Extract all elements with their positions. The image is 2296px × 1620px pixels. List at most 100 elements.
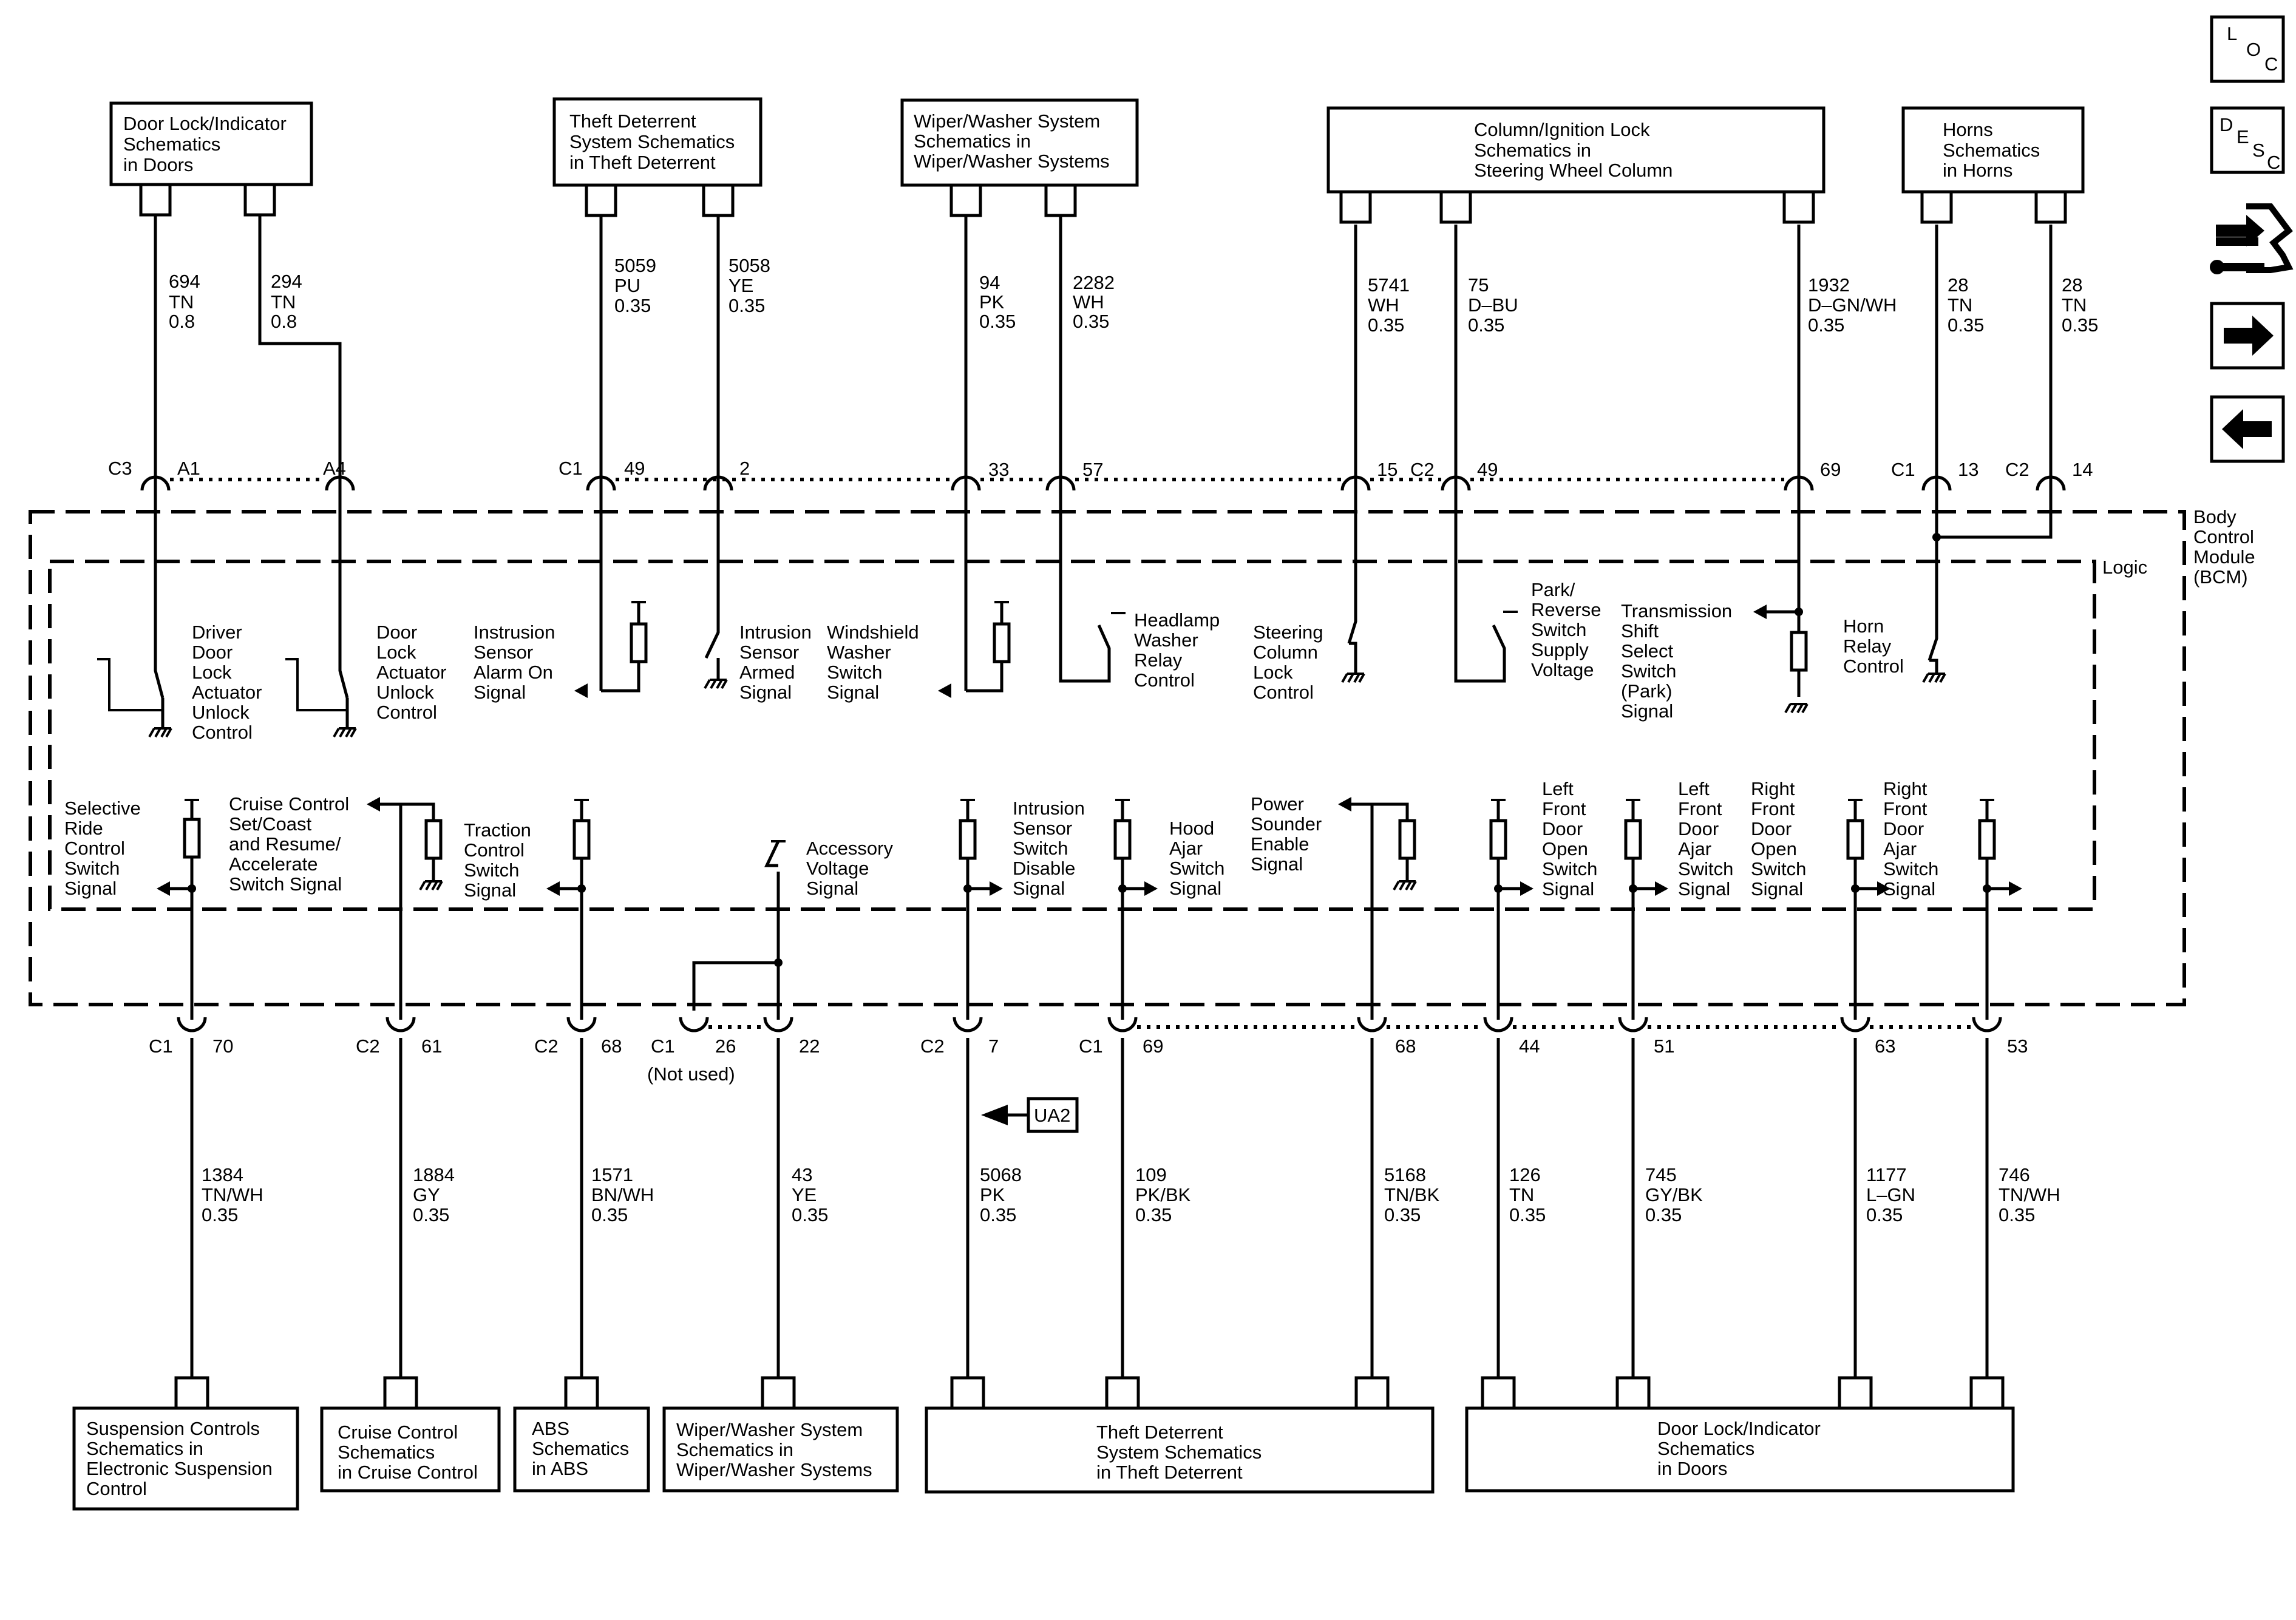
previous-arrow-button[interactable] bbox=[2210, 395, 2285, 463]
svg-text:Control: Control bbox=[192, 722, 253, 743]
svg-text:Driver: Driver bbox=[192, 622, 242, 643]
label-steering-column: Steering Column Lock Control bbox=[1253, 622, 1323, 703]
svg-text:63: 63 bbox=[1875, 1035, 1895, 1057]
svg-text:694: 694 bbox=[169, 271, 200, 292]
box-text: Horns bbox=[1943, 119, 1993, 140]
svg-text:0.35: 0.35 bbox=[2062, 314, 2098, 336]
svg-text:745: 745 bbox=[1645, 1164, 1677, 1185]
label-rf-door-ajar: Right Front Door Ajar Switch Signal bbox=[1883, 778, 1938, 900]
svg-text:1177: 1177 bbox=[1866, 1164, 1907, 1185]
connector-terminal bbox=[1044, 185, 1077, 217]
svg-text:TN: TN bbox=[271, 291, 296, 313]
loc-letter-l: L bbox=[2227, 23, 2237, 44]
upper-grounds bbox=[148, 642, 1946, 737]
svg-text:Intrusion: Intrusion bbox=[1013, 798, 1085, 819]
box-text: Steering Wheel Column bbox=[1474, 160, 1673, 181]
svg-text:WH: WH bbox=[1368, 294, 1399, 316]
box-abs[interactable]: ABS Schematics in ABS bbox=[513, 1406, 650, 1493]
lower-grounds bbox=[419, 880, 1417, 890]
bottom-arcs bbox=[177, 1017, 2002, 1032]
box-theft-top[interactable]: Theft Deterrent System Schematics in The… bbox=[552, 97, 763, 187]
connector-terminal bbox=[2034, 192, 2067, 224]
bottom-terminals bbox=[174, 1376, 2005, 1408]
svg-text:C2: C2 bbox=[356, 1035, 380, 1057]
svg-text:PK: PK bbox=[980, 1184, 1005, 1205]
wire-label-1932: 1932 D–GN/WH 0.35 bbox=[1808, 274, 1897, 336]
wire-label-94: 94 PK 0.35 bbox=[979, 272, 1016, 332]
svg-text:22: 22 bbox=[799, 1035, 820, 1057]
wire-label-28a: 28 TN 0.35 bbox=[1948, 274, 1984, 336]
svg-text:Signal: Signal bbox=[464, 879, 516, 901]
label-park-reverse: Park/ Reverse Switch Supply Voltage bbox=[1531, 579, 1601, 680]
svg-text:Ajar: Ajar bbox=[1883, 838, 1917, 859]
pin-connector bbox=[586, 475, 616, 491]
svg-text:Front: Front bbox=[1751, 798, 1795, 819]
box-text: Electronic Suspension bbox=[86, 1458, 273, 1479]
box-wiper-top[interactable]: Wiper/Washer System Schematics in Wiper/… bbox=[900, 98, 1139, 187]
pin-connector bbox=[763, 1017, 793, 1032]
pin-connector bbox=[1357, 1017, 1387, 1032]
box-door-lock-top[interactable]: Door Lock/Indicator Schematics in Doors bbox=[109, 101, 313, 186]
box-theft-bottom[interactable]: Theft Deterrent System Schematics in The… bbox=[925, 1406, 1435, 1494]
svg-text:14: 14 bbox=[2072, 459, 2093, 480]
connector-terminal bbox=[950, 1376, 985, 1408]
svg-text:Unlock: Unlock bbox=[192, 702, 250, 723]
signal-arrow-icon bbox=[157, 881, 170, 896]
svg-text:TN/WH: TN/WH bbox=[1999, 1184, 2060, 1205]
svg-text:TN/BK: TN/BK bbox=[1384, 1184, 1440, 1205]
box-cruise[interactable]: Cruise Control Schematics in Cruise Cont… bbox=[320, 1406, 501, 1493]
svg-text:57: 57 bbox=[1082, 459, 1103, 480]
svg-text:0.35: 0.35 bbox=[413, 1204, 449, 1225]
loc-button[interactable]: L O C bbox=[2210, 15, 2285, 83]
svg-text:2282: 2282 bbox=[1073, 272, 1115, 293]
svg-text:Washer: Washer bbox=[827, 642, 891, 663]
svg-text:TN: TN bbox=[1948, 294, 1972, 316]
svg-text:0.35: 0.35 bbox=[1135, 1204, 1172, 1225]
box-column-top[interactable]: Column/Ignition Lock Schematics in Steer… bbox=[1326, 106, 1826, 194]
connector-wrench-icon[interactable] bbox=[2210, 203, 2294, 274]
wire-label-75: 75 D–BU 0.35 bbox=[1468, 274, 1518, 336]
svg-text:Accelerate: Accelerate bbox=[229, 853, 318, 875]
svg-text:49: 49 bbox=[1477, 459, 1498, 480]
svg-text:94: 94 bbox=[979, 272, 1000, 293]
svg-text:2: 2 bbox=[739, 458, 750, 479]
svg-text:D–BU: D–BU bbox=[1468, 294, 1518, 316]
next-arrow-button[interactable] bbox=[2210, 302, 2285, 370]
desc-letter-s: S bbox=[2252, 140, 2265, 161]
svg-text:0.35: 0.35 bbox=[1866, 1204, 1903, 1225]
box-horns-top[interactable]: Horns Schematics in Horns bbox=[1901, 106, 2085, 194]
wire-label-694: 694 TN 0.8 bbox=[169, 271, 200, 332]
upper-arrows bbox=[574, 605, 1767, 698]
box-door-lock-bottom[interactable]: Door Lock/Indicator Schematics in Doors bbox=[1465, 1406, 2015, 1493]
svg-text:1571: 1571 bbox=[591, 1164, 633, 1185]
box-text: Schematics bbox=[1657, 1438, 1754, 1459]
junction-dot bbox=[1983, 884, 1991, 893]
svg-text:TN/WH: TN/WH bbox=[202, 1184, 263, 1205]
svg-text:28: 28 bbox=[1948, 274, 1968, 296]
svg-text:C3: C3 bbox=[108, 458, 132, 479]
box-text: in Theft Deterrent bbox=[569, 152, 716, 173]
svg-text:Relay: Relay bbox=[1843, 635, 1892, 657]
svg-text:0.35: 0.35 bbox=[1368, 314, 1404, 336]
junction-dot bbox=[1795, 608, 1803, 616]
svg-text:0.35: 0.35 bbox=[729, 295, 765, 316]
svg-text:Shift: Shift bbox=[1621, 620, 1659, 642]
svg-text:Signal: Signal bbox=[806, 878, 858, 899]
svg-text:51: 51 bbox=[1654, 1035, 1674, 1057]
junction-dot bbox=[577, 884, 586, 893]
ua2-reference[interactable]: UA2 bbox=[981, 1097, 1079, 1133]
desc-button[interactable]: D E S C bbox=[2210, 106, 2285, 174]
box-suspension[interactable]: Suspension Controls Schematics in Electr… bbox=[72, 1406, 299, 1511]
svg-text:YE: YE bbox=[792, 1184, 817, 1205]
svg-text:Signal: Signal bbox=[1751, 878, 1803, 900]
svg-text:Ajar: Ajar bbox=[1169, 838, 1203, 859]
box-text: in Doors bbox=[1657, 1458, 1727, 1479]
wire-label-294: 294 TN 0.8 bbox=[271, 271, 302, 332]
svg-text:A1: A1 bbox=[177, 458, 200, 479]
label-door-lock-unlock: Door Lock Actuator Unlock Control bbox=[376, 622, 446, 723]
svg-text:Ride: Ride bbox=[64, 818, 103, 839]
signal-arrow-icon bbox=[367, 797, 380, 812]
box-wiper-bottom[interactable]: Wiper/Washer System Schematics in Wiper/… bbox=[662, 1406, 899, 1493]
junction-dot bbox=[963, 884, 972, 893]
svg-text:Front: Front bbox=[1883, 798, 1927, 819]
